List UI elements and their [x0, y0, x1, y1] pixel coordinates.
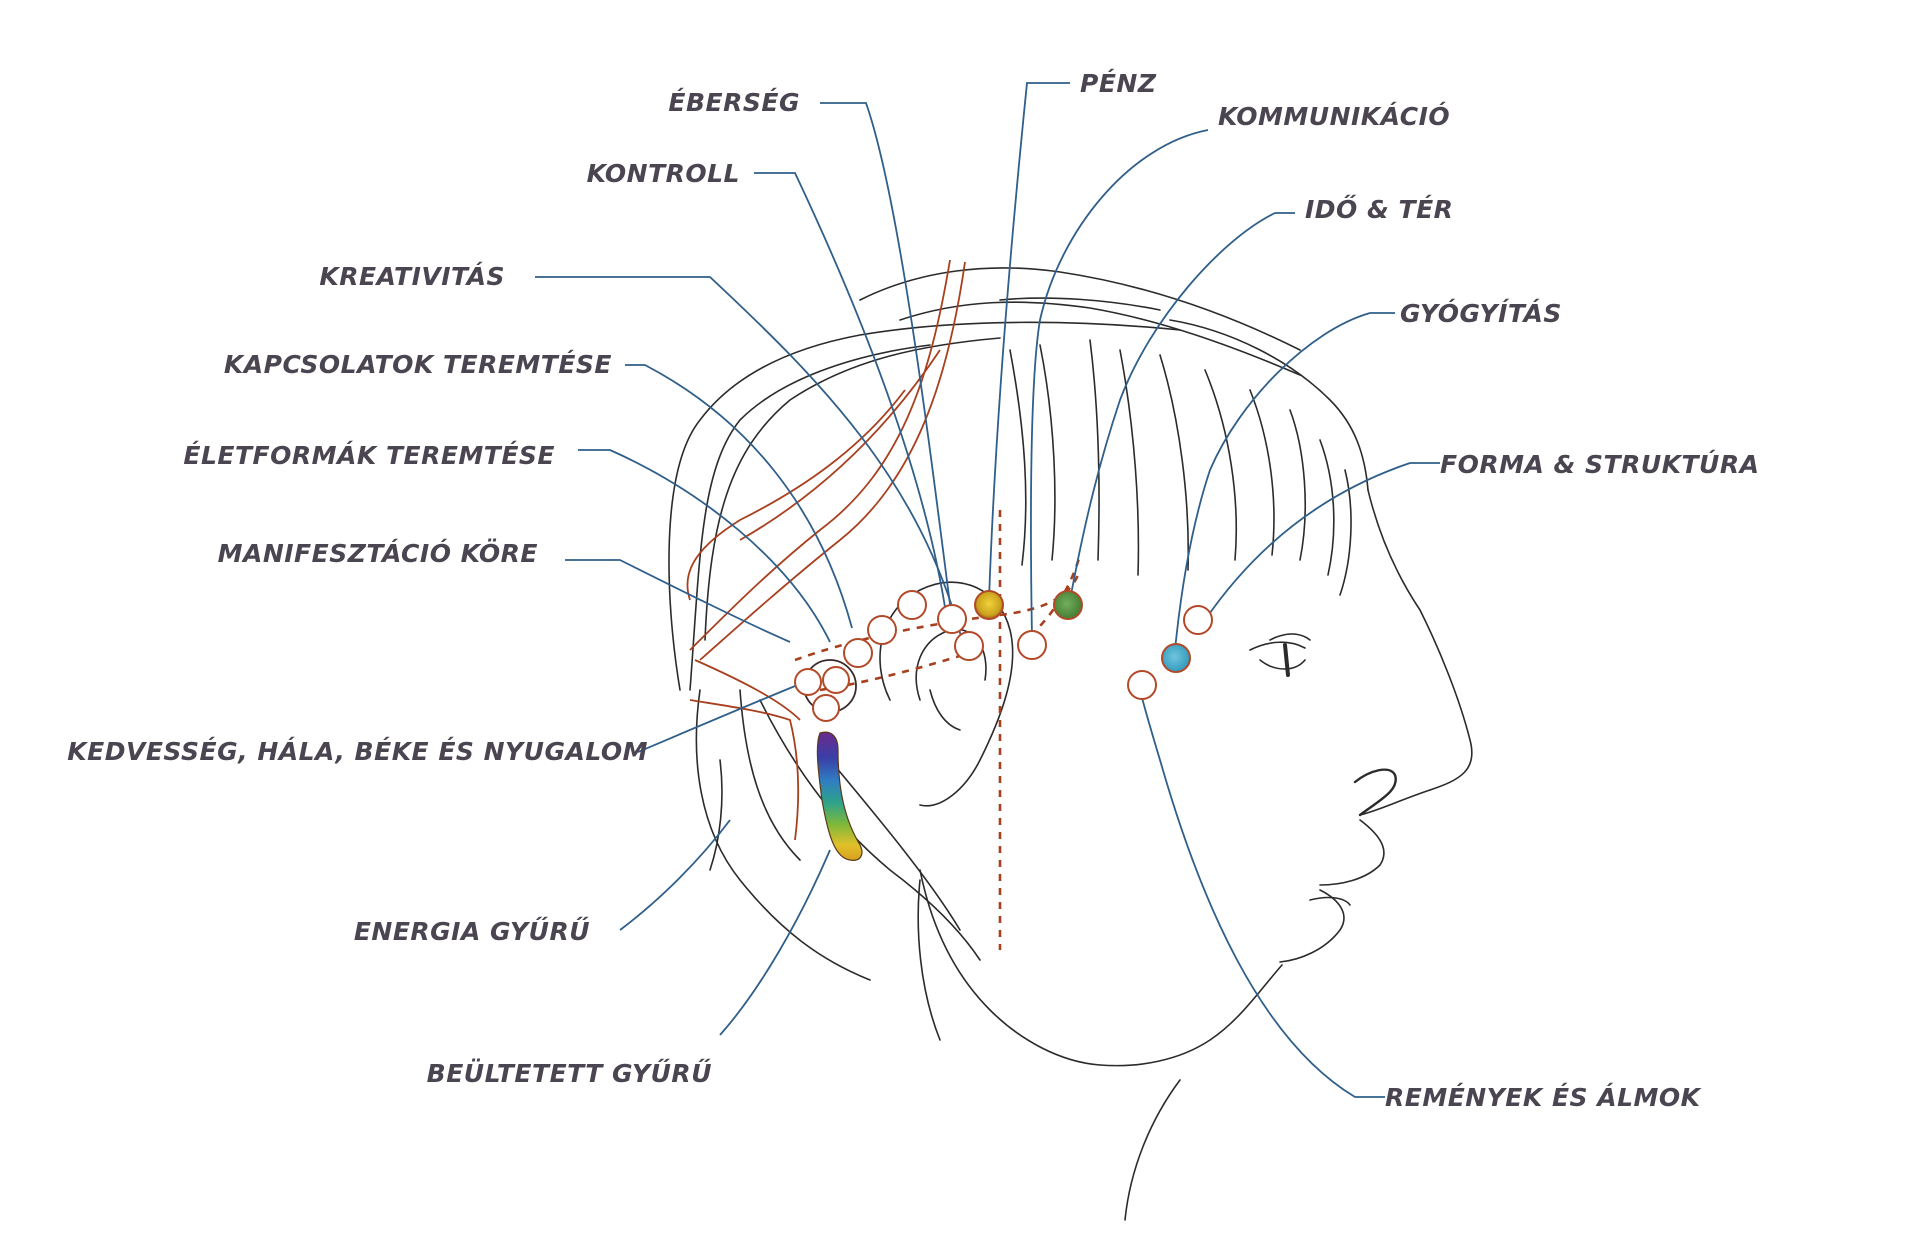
- label-energia: ENERGIA GYŰRŰ: [354, 916, 590, 946]
- leader-beultetett: [719, 849, 831, 1036]
- labels: ÉBERSÉG PÉNZ KOMMUNIKÁCIÓ KONTROLL IDŐ &…: [67, 69, 1759, 1112]
- point-eletformak: [843, 638, 873, 668]
- point-forma: [1183, 605, 1213, 635]
- leader-kreativitas: [535, 276, 963, 641]
- leader-forma: [1204, 462, 1440, 621]
- point-kommunikacio: [1017, 630, 1047, 660]
- point-kedvesseg-b: [822, 666, 850, 694]
- leader-eberseg: [820, 102, 952, 613]
- leader-kommunikacio: [1030, 129, 1209, 639]
- label-ido-ter: IDŐ & TÉR: [1305, 194, 1453, 224]
- leader-eletformak: [578, 449, 831, 643]
- leader-kontroll: [754, 172, 948, 621]
- point-kedvesseg-a: [794, 668, 822, 696]
- point-remenyek: [1127, 670, 1157, 700]
- point-penz: [974, 590, 1004, 620]
- label-forma: FORMA & STRUKTÚRA: [1440, 449, 1759, 479]
- label-kommunikacio: KOMMUNIKÁCIÓ: [1218, 101, 1450, 131]
- head-points: [794, 590, 1213, 861]
- label-beultetett: BEÜLTETETT GYŰRŰ: [427, 1058, 712, 1088]
- leader-remenyek: [1139, 689, 1385, 1098]
- point-gyogyitas: [1161, 643, 1191, 673]
- label-gyogyitas: GYÓGYÍTÁS: [1400, 298, 1562, 328]
- point-kreativitas: [954, 631, 984, 661]
- leader-penz: [988, 82, 1070, 601]
- leader-manifesztacio: [565, 559, 791, 643]
- label-eberseg: ÉBERSÉG: [668, 88, 800, 117]
- energy-lines: [686, 259, 1082, 950]
- point-ido-ter: [1053, 590, 1083, 620]
- label-remenyek: REMÉNYEK ÉS ÁLMOK: [1385, 1083, 1702, 1112]
- label-eletformak: ÉLETFORMÁK TEREMTÉSE: [183, 441, 555, 470]
- head-sketch: [668, 267, 1473, 1221]
- leader-gyogyitas: [1174, 312, 1395, 651]
- label-kreativitas: KREATIVITÁS: [319, 262, 505, 291]
- label-kapcsolatok: KAPCSOLATOK TEREMTÉSE: [224, 350, 612, 379]
- point-kapcsolatok: [867, 615, 897, 645]
- label-kontroll: KONTROLL: [587, 159, 740, 188]
- implanted-ring: [816, 731, 863, 861]
- leader-kapcsolatok: [625, 364, 853, 629]
- leader-lines: [535, 82, 1440, 1098]
- label-penz: PÉNZ: [1080, 69, 1157, 98]
- label-kedvesseg: KEDVESSÉG, HÁLA, BÉKE ÉS NYUGALOM: [67, 737, 648, 766]
- leader-energia: [619, 819, 731, 931]
- point-kontroll: [897, 590, 927, 620]
- point-kedvesseg-c: [812, 694, 840, 722]
- leader-kedvesseg: [637, 679, 811, 753]
- label-manifesztacio: MANIFESZTÁCIÓ KÖRE: [218, 538, 538, 568]
- leader-ido-ter: [1069, 212, 1295, 601]
- point-eberseg: [937, 604, 967, 634]
